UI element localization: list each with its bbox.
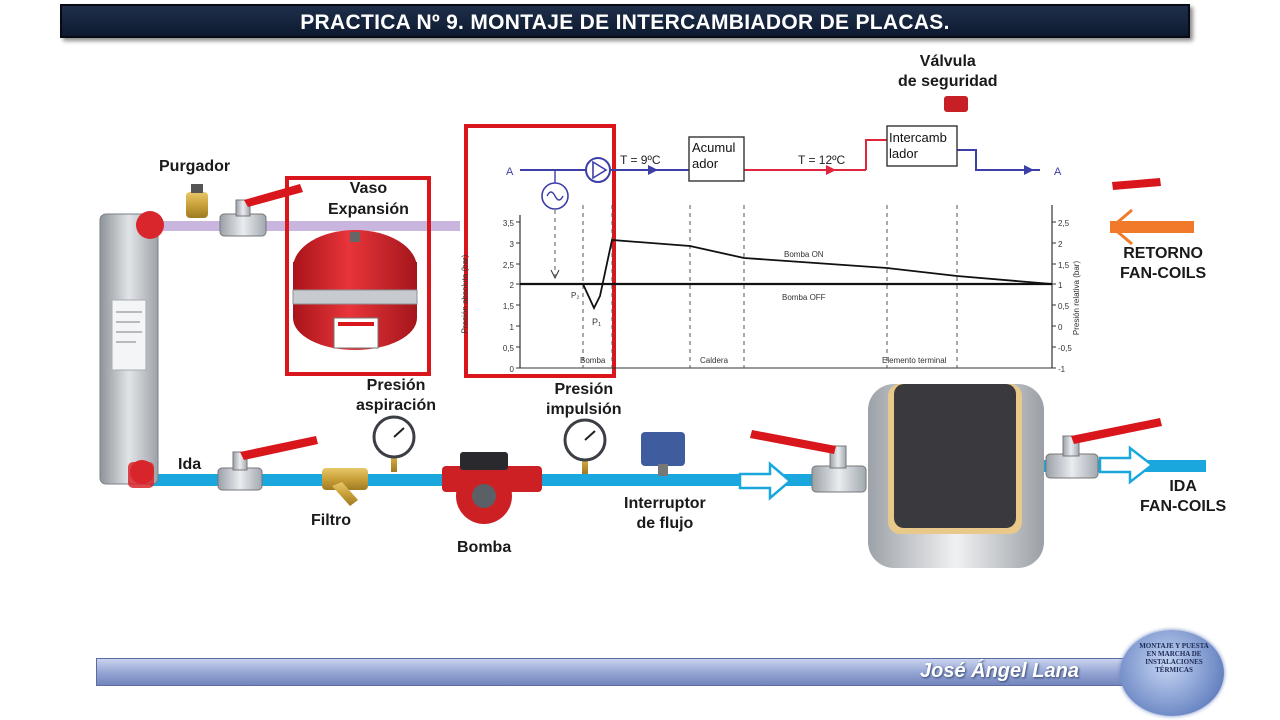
graph-box-acumulador-line2: ador (692, 156, 719, 171)
label-vaso-expansion: Vaso Expansión (328, 178, 409, 220)
label-presion-imp-line2: impulsión (546, 401, 622, 418)
footer-author: José Ángel Lana (920, 660, 1079, 682)
footer-bar (96, 658, 1136, 686)
right-tick: 1 (1058, 281, 1063, 291)
right-tick: 1,5 (1058, 260, 1070, 270)
graph-left-ticks: 3,5 3 2,5 2 1,5 1 0,5 0 (498, 214, 514, 380)
graph-box-intercambiador: Intercamb lador (889, 130, 947, 162)
graph-section-bomba: Bomba (580, 356, 606, 365)
flow-switch (641, 432, 685, 476)
graph-temp-2: T = 12ºC (798, 153, 846, 167)
ball-valve-supply-2 (750, 430, 867, 493)
graph-point-a-right: A (1054, 166, 1062, 178)
right-tick: -1 (1058, 364, 1066, 374)
label-bomba: Bomba (457, 539, 512, 556)
flow-arrow-icon (738, 461, 792, 501)
right-tick: -0,5 (1058, 343, 1072, 353)
right-tick: 0,5 (1058, 302, 1070, 312)
graph-left-axis-title: Presión absoluta (bar) (460, 254, 470, 334)
safety-valve (944, 96, 968, 112)
graph-section-terminal: Elemento terminal (882, 356, 947, 365)
left-tick: 1 (509, 322, 514, 332)
label-presion-impulsion: Presión impulsión (546, 380, 622, 420)
flow-arrow-small (648, 165, 658, 175)
pressure-gauge-suction (372, 415, 416, 472)
graph-p2-label: P₂ (571, 291, 580, 300)
label-presion-asp-line1: Presión (366, 377, 426, 394)
label-presion-imp-line1: Presión (554, 381, 614, 398)
right-tick: 0 (1058, 322, 1063, 332)
graph-box-intercambiador-line2: lador (889, 146, 918, 161)
label-purgador: Purgador (159, 158, 231, 175)
circuit-line-red (865, 139, 888, 170)
graph-temp-1: T = 9ºC (620, 153, 661, 167)
left-tick: 0 (509, 364, 514, 374)
expansion-vessel (292, 230, 418, 350)
label-vaso-line2: Expansión (328, 201, 409, 218)
label-ida-fancoils-line2: FAN-COILS (1140, 498, 1227, 515)
label-retorno-line1: RETORNO (1123, 245, 1203, 262)
graph-point-a-left: A (506, 166, 514, 178)
expansion-vessel-highlight (285, 176, 431, 376)
pump-symbol (585, 157, 611, 183)
box-intercambiador (886, 125, 958, 167)
label-interruptor-line2: de flujo (636, 515, 694, 532)
label-presion-asp-line2: aspiración (356, 397, 437, 414)
label-valvula-line2: de seguridad (898, 73, 998, 90)
label-ida-fancoils-line1: IDA (1169, 478, 1197, 495)
left-tick: 1,5 (502, 302, 514, 312)
label-vaso-line1: Vaso (349, 180, 388, 197)
flow-arrow-icon (1098, 445, 1155, 485)
valve-handle-right (1112, 178, 1161, 190)
accumulator-tank (868, 384, 1044, 568)
graph-box-intercambiador-line1: Intercamb (889, 130, 947, 145)
course-seal-text: MONTAJE Y PUESTA EN MARCHA DE INSTALACIO… (1139, 642, 1209, 674)
ball-valve-supply-1 (217, 436, 318, 491)
graph-right-ticks: 2,5 2 1,5 1 0,5 0 -0,5 -1 (1058, 214, 1078, 380)
return-arrow-icon (1109, 208, 1194, 246)
left-tick: 0,5 (502, 343, 514, 353)
label-valvula-seguridad: Válvula de seguridad (898, 52, 998, 92)
page-title: PRACTICA Nº 9. MONTAJE DE INTERCAMBIADOR… (60, 4, 1190, 38)
plate-heat-exchanger (99, 211, 164, 488)
label-filtro: Filtro (311, 512, 351, 529)
left-tick: 2 (509, 281, 514, 291)
flow-arrow-small (826, 165, 836, 175)
return-pipe (160, 221, 460, 231)
flow-arrow-small (1024, 165, 1034, 175)
curve-pump-on (520, 239, 1053, 311)
supply-pipe-left (150, 474, 440, 486)
circulation-pump (442, 452, 542, 524)
pressure-graph (516, 125, 1056, 369)
label-interruptor-flujo: Interruptor de flujo (624, 494, 706, 534)
left-tick: 3,5 (502, 219, 514, 228)
label-valvula-line1: Válvula (919, 53, 976, 70)
graph-box-acumulador-line1: Acumul (692, 140, 736, 155)
label-ida: Ida (178, 456, 202, 473)
label-presion-aspiracion: Presión aspiración (356, 376, 436, 416)
graph-p1-label: P₁ (592, 317, 602, 327)
graph-section-caldera: Caldera (700, 356, 729, 365)
curve-off-label: Bomba OFF (782, 293, 826, 302)
right-tick: 2,5 (1058, 219, 1070, 228)
course-seal (1120, 630, 1224, 716)
box-acumulador (688, 136, 745, 182)
right-tick: 2 (1058, 239, 1063, 249)
label-retorno-fancoils: RETORNO FAN-COILS (1120, 244, 1206, 284)
curve-on-label: Bomba ON (784, 250, 824, 259)
left-tick: 2,5 (502, 260, 514, 270)
ball-valve-supply-3 (1045, 418, 1162, 479)
air-vent (186, 184, 208, 218)
pressure-gauge-discharge (563, 418, 607, 474)
left-tick: 3 (509, 239, 514, 249)
graph-highlight (464, 124, 616, 378)
circuit-line-blue (956, 149, 1040, 171)
graph-box-acumulador: Acumul ador (692, 140, 735, 172)
filter (322, 468, 368, 506)
label-interruptor-line1: Interruptor (624, 495, 706, 512)
label-retorno-line2: FAN-COILS (1120, 265, 1207, 282)
label-ida-fancoils: IDA FAN-COILS (1140, 477, 1226, 517)
